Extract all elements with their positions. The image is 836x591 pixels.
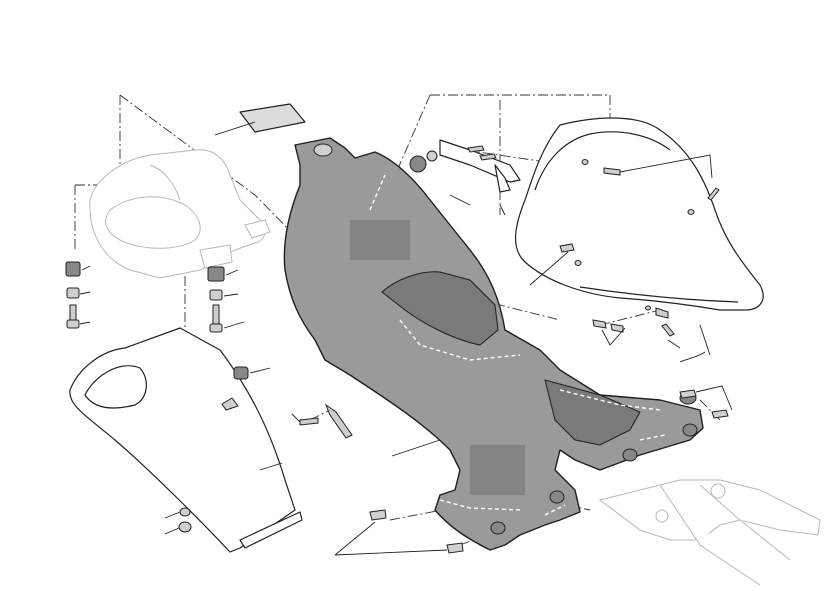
washer (164, 507, 192, 535)
texture-patch (350, 220, 525, 495)
fastener-clip (221, 366, 271, 411)
rear-tank-housing (283, 137, 704, 551)
rubber-grommet (65, 261, 91, 277)
left-hardware (65, 261, 245, 333)
label-sticker (214, 103, 306, 136)
screw (529, 243, 575, 286)
right-hardware (592, 307, 733, 419)
bolt (209, 304, 245, 333)
screw (291, 413, 319, 426)
screw (603, 154, 713, 179)
spacer (209, 289, 239, 301)
frame-subframe (598, 479, 821, 586)
fuel-tank-ghost (89, 149, 271, 279)
fastener-clip (324, 403, 353, 439)
seat (514, 117, 764, 311)
screw (707, 187, 720, 201)
bottom-cover (69, 327, 303, 553)
bottom-screws (334, 509, 464, 556)
rubber-grommet (207, 266, 239, 282)
spacer (66, 287, 91, 299)
screw (66, 304, 91, 329)
seat-bracket (409, 139, 521, 216)
